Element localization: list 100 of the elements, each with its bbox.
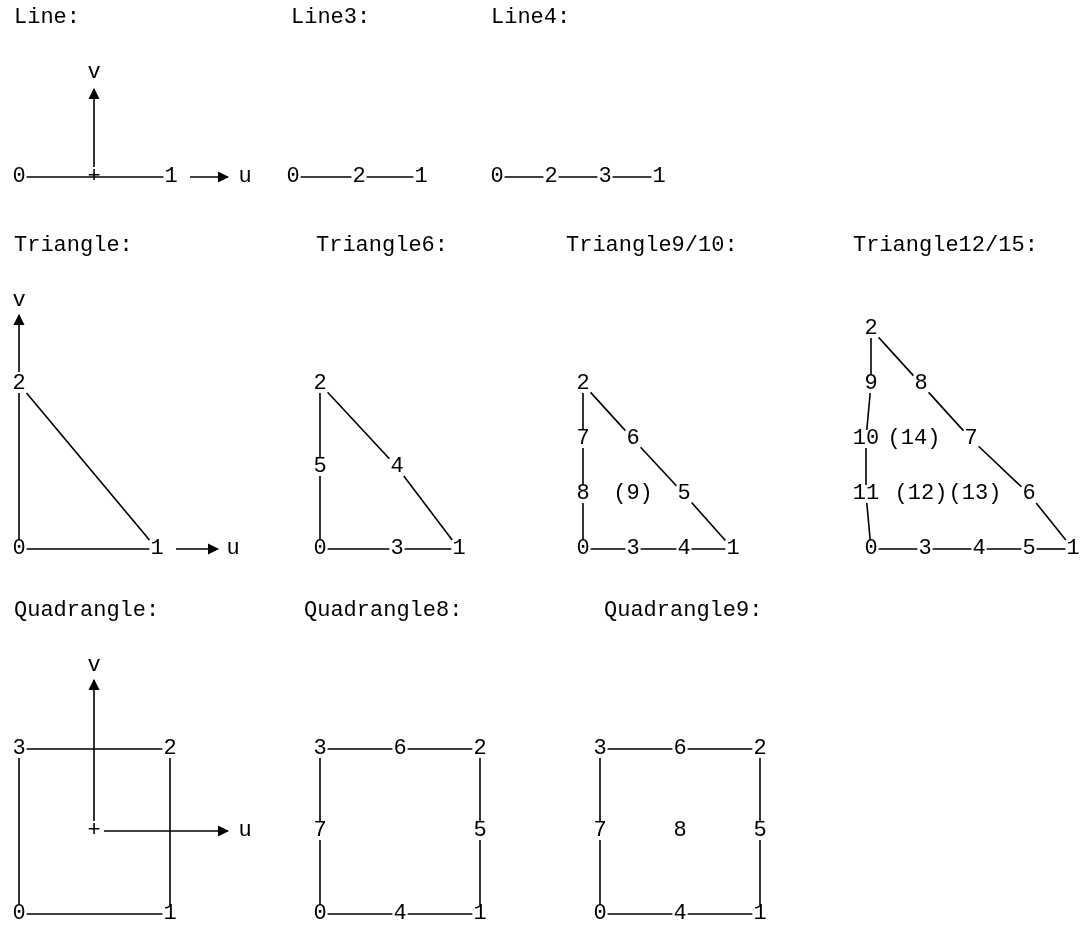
element-edge (319, 392, 321, 459)
node-number: 2 (752, 737, 768, 761)
node-number: 3 (592, 737, 608, 761)
node-number: 4 (676, 537, 692, 561)
node-number: 3 (597, 165, 613, 189)
element-edge (25, 548, 151, 550)
node-number: 2 (543, 165, 559, 189)
node-number: 9 (863, 372, 879, 396)
element-edge (877, 548, 919, 550)
node-number: 1 (451, 537, 467, 561)
element-edge (18, 392, 20, 541)
axis-label: u (225, 537, 241, 561)
node-number: 5 (312, 455, 328, 479)
element-edge (606, 748, 674, 750)
node-number: 2 (472, 737, 488, 761)
node-number: (12) (893, 482, 949, 506)
node-number: 8 (672, 819, 688, 843)
node-number: 1 (752, 902, 768, 926)
panel-title: Line4: (490, 6, 572, 30)
element-edge (319, 475, 321, 541)
node-number: 2 (312, 372, 328, 396)
element-edge (866, 502, 871, 541)
node-number: 4 (389, 455, 405, 479)
element-edge (639, 548, 678, 550)
node-number: 5 (1021, 537, 1037, 561)
element-edge (985, 548, 1023, 550)
node-number: 6 (1021, 482, 1037, 506)
element-edge (406, 913, 474, 915)
node-number: 1 (149, 537, 165, 561)
element-edge (299, 176, 353, 178)
element-edge (326, 548, 391, 550)
element-edge (25, 392, 151, 541)
element-edge (1035, 502, 1067, 541)
element-edge (599, 757, 601, 823)
node-number: 0 (11, 902, 27, 926)
element-edge (611, 176, 653, 178)
origin-mark: + (86, 819, 102, 843)
node-number: 7 (963, 427, 979, 451)
node-number: 8 (575, 482, 591, 506)
panel-title: Quadrangle: (13, 599, 161, 623)
node-number: 3 (389, 537, 405, 561)
node-number: 1 (472, 902, 488, 926)
element-edge (582, 392, 584, 431)
element-edge (326, 913, 394, 915)
node-number: 7 (312, 819, 328, 843)
element-edge (927, 391, 965, 432)
node-number: 6 (392, 737, 408, 761)
axis-label: v (86, 61, 102, 85)
element-edge (599, 839, 601, 906)
element-edge (582, 502, 584, 541)
panel-title: Line3: (290, 6, 372, 30)
node-number: 5 (676, 482, 692, 506)
axis-label: v (11, 289, 27, 313)
node-number: 11 (851, 482, 881, 506)
element-edge (479, 757, 481, 823)
node-number: 1 (162, 902, 178, 926)
element-edge (319, 839, 321, 906)
element-edge (686, 748, 754, 750)
element-edge (326, 391, 391, 460)
node-number: 3 (917, 537, 933, 561)
node-number: 10 (851, 427, 881, 451)
node-number: 6 (672, 737, 688, 761)
element-edge (25, 748, 164, 750)
element-edge (25, 176, 165, 178)
node-number: 0 (592, 902, 608, 926)
element-edge (870, 337, 872, 376)
element-edge (403, 475, 453, 541)
element-edge (759, 757, 761, 823)
element-edge (931, 548, 973, 550)
panel-title: Triangle6: (315, 234, 450, 258)
node-number: 4 (392, 902, 408, 926)
node-number: 3 (312, 737, 328, 761)
element-edge (877, 336, 915, 377)
element-edge (639, 446, 678, 487)
panel-title: Triangle9/10: (565, 234, 739, 258)
element-edge (326, 748, 394, 750)
node-number: 1 (413, 165, 429, 189)
panel-title: Quadrangle9: (603, 599, 764, 623)
element-edge (319, 757, 321, 823)
node-number: 5 (472, 819, 488, 843)
element-edge (690, 548, 727, 550)
node-number: (9) (612, 482, 654, 506)
element-edge (365, 176, 415, 178)
node-number: 2 (575, 372, 591, 396)
element-edge (503, 176, 545, 178)
node-number: 2 (11, 372, 27, 396)
node-number: 0 (11, 537, 27, 561)
node-number: 1 (1065, 537, 1081, 561)
node-number: 8 (913, 372, 929, 396)
node-number: 2 (162, 737, 178, 761)
element-edge (479, 839, 481, 906)
axis-label: v (86, 654, 102, 678)
node-number: 0 (312, 902, 328, 926)
node-number: 2 (351, 165, 367, 189)
element-edge (589, 548, 627, 550)
node-number: 0 (312, 537, 328, 561)
node-number: 0 (285, 165, 301, 189)
node-number: (14) (886, 427, 942, 451)
node-number: 3 (625, 537, 641, 561)
node-number: 0 (575, 537, 591, 561)
